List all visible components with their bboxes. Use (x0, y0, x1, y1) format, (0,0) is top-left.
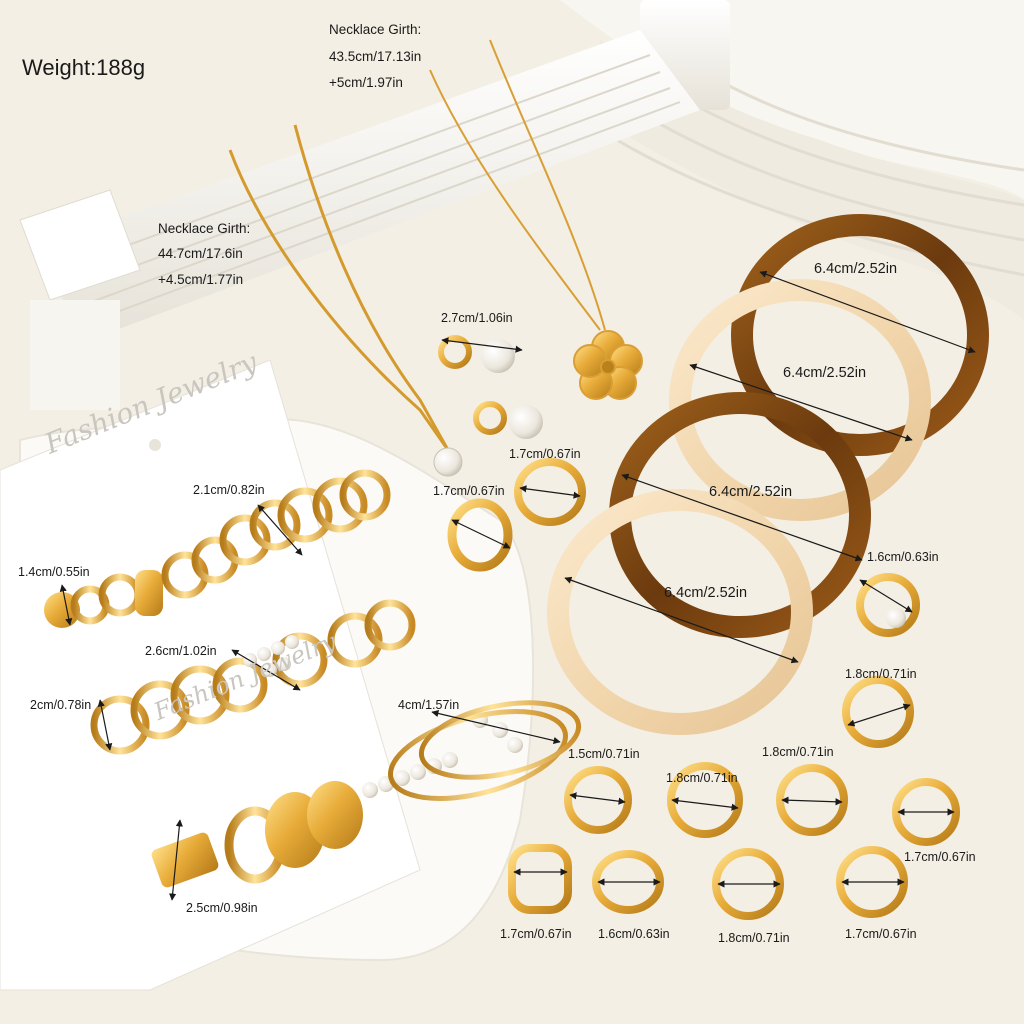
dim-ring-square: 1.7cm/0.67in (500, 927, 572, 941)
dim-hoop-thin: 2.1cm/0.82in (193, 483, 265, 497)
chunky-hoops-row3 (151, 781, 363, 888)
dim-ring-top-small: 1.7cm/0.67in (509, 447, 581, 461)
dim-ring-flat: 1.6cm/0.63in (598, 927, 670, 941)
dim-hoop-small: 1.4cm/0.55in (18, 565, 90, 579)
dim-bangle-3: 6.4cm/2.52in (709, 484, 793, 500)
box-chain-necklace (228, 124, 463, 477)
bangle-tortoise-back (731, 214, 989, 456)
necklace-long-extension: +4.5cm/1.77in (158, 272, 244, 287)
necklace-long-length: 44.7cm/17.6in (158, 246, 243, 261)
measurement-arrows (59, 270, 976, 901)
dim-ring-cuff: 1.8cm/0.71in (718, 931, 790, 945)
dim-ring-chain: 1.5cm/0.71in (568, 747, 640, 761)
dim-hoop-chunky: 2.5cm/0.98in (186, 901, 258, 915)
dim-hoop-pearl: 2.6cm/1.02in (145, 644, 217, 658)
flower-pendant-necklace (429, 39, 643, 400)
dim-ring-dome: 1.7cm/0.67in (904, 850, 976, 864)
dim-bangle-2: 6.4cm/2.52in (783, 365, 867, 381)
white-pillar-prop (19, 0, 730, 410)
dim-pearl-earring: 2.7cm/1.06in (441, 311, 513, 325)
weight-label: Weight:188g (22, 55, 146, 80)
pearl-drop-earrings (438, 335, 543, 439)
dim-ring-layered: 1.7cm/0.67in (845, 927, 917, 941)
dim-bracelet-twist: 4cm/1.57in (398, 698, 460, 712)
dim-ring-top-left: 1.7cm/0.67in (433, 484, 505, 498)
dim-ring-pearl: 1.6cm/0.63in (867, 550, 939, 564)
necklace-short-length: 43.5cm/17.13in (329, 49, 422, 64)
dim-ring-cross: 1.8cm/0.71in (666, 771, 738, 785)
dim-bangle-1: 6.4cm/2.52in (814, 261, 898, 277)
dim-ring-open: 1.8cm/0.71in (845, 667, 917, 681)
dim-ring-wave: 1.8cm/0.71in (762, 745, 834, 759)
necklace-long-title: Necklace Girth: (158, 221, 251, 236)
hoop-earrings-row2 (90, 599, 416, 755)
necklace-short-title: Necklace Girth: (329, 22, 422, 37)
flower-pendant (573, 330, 643, 400)
necklace-short-extension: +5cm/1.97in (329, 75, 403, 90)
dim-hoop-mid: 2cm/0.78in (30, 698, 92, 712)
dim-bangle-4: 6.4cm/2.52in (664, 585, 748, 601)
